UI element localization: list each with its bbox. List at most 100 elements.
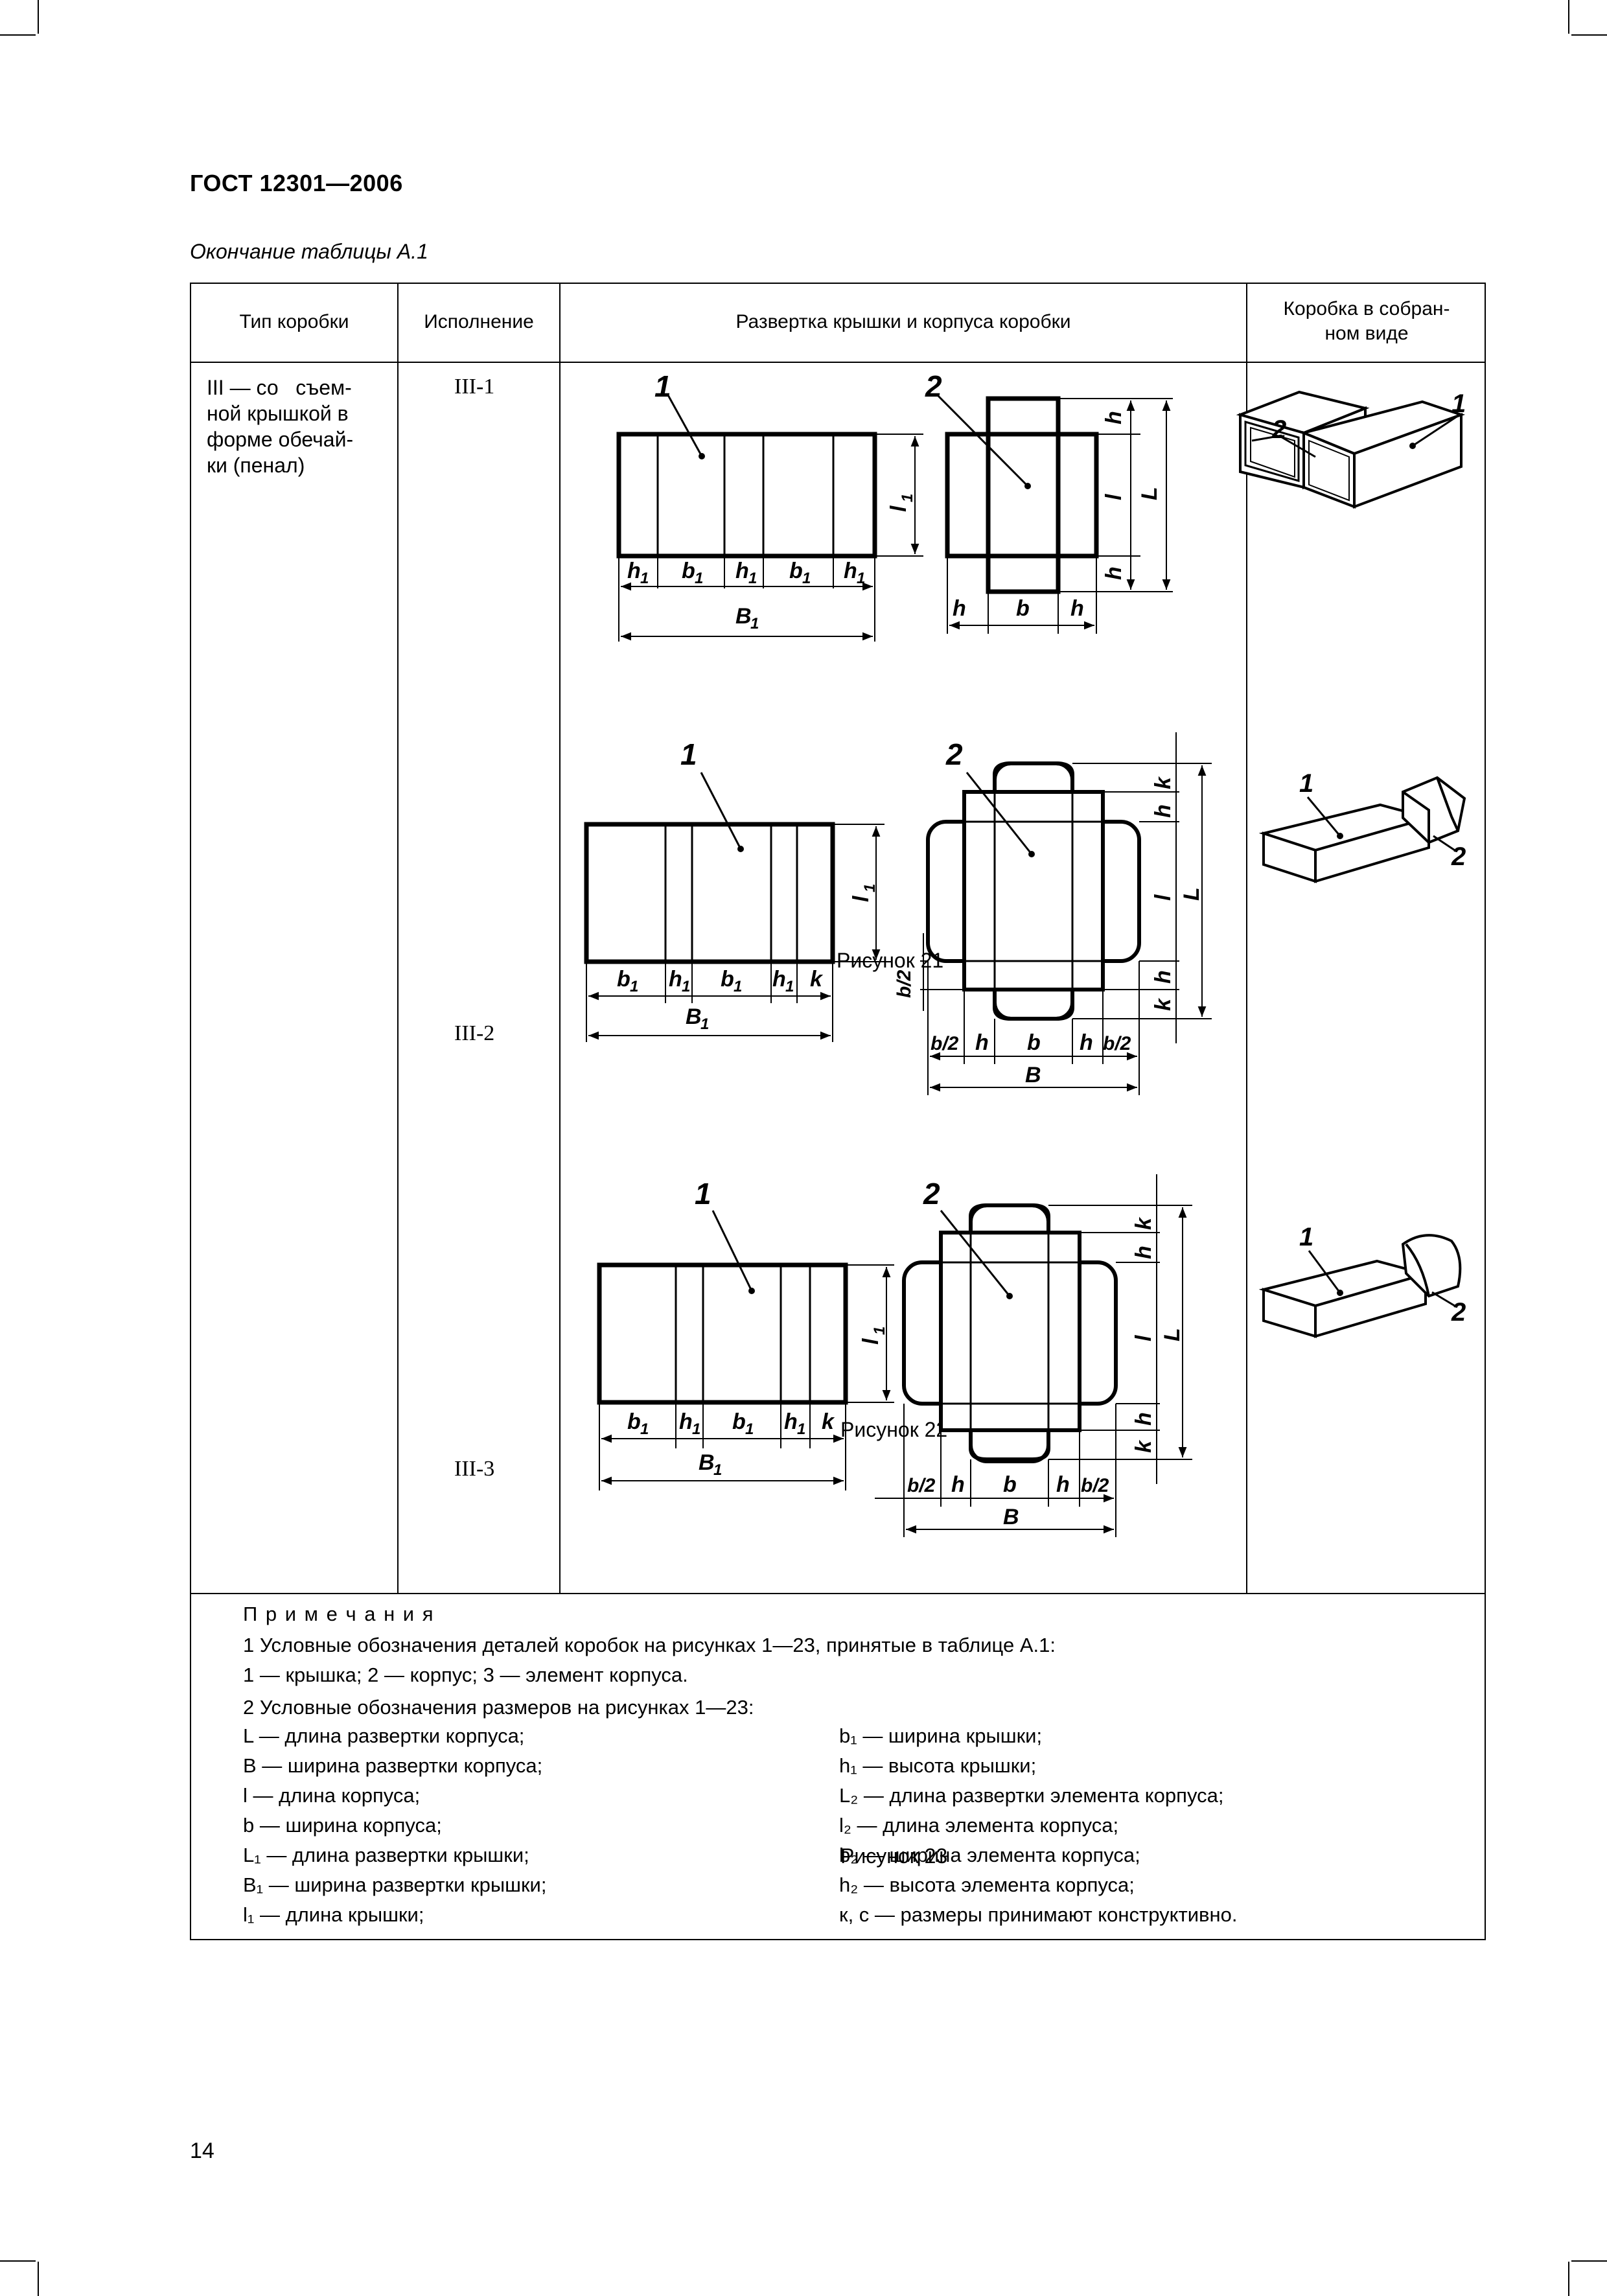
note-item: L₂ — длина развертки элемента корпуса; — [839, 1784, 1224, 1807]
note-1-line2: 1 — крышка; 2 — корпус; 3 — элемент корп… — [243, 1664, 688, 1686]
svg-text:h: h — [627, 559, 641, 583]
svg-text:b: b — [789, 559, 803, 583]
lid-outline — [584, 822, 835, 964]
svg-text:k: k — [1151, 997, 1175, 1011]
variant-label: III-1 — [454, 375, 495, 399]
svg-text:l: l — [859, 1338, 883, 1345]
trim-mark — [38, 0, 39, 34]
svg-text:L: L — [1160, 1328, 1185, 1341]
svg-text:1: 1 — [700, 1015, 709, 1033]
svg-text:2: 2 — [1451, 1298, 1466, 1327]
svg-text:l: l — [849, 895, 873, 902]
notes-right-column: b₁ — ширина крышки; h₁ — высота крышки; … — [839, 1721, 1238, 1930]
svg-text:k: k — [810, 967, 824, 991]
svg-text:b: b — [1027, 1030, 1041, 1055]
body-outline — [962, 790, 1105, 991]
assembled-box-21-body — [1279, 400, 1466, 509]
figure-21 — [616, 393, 1173, 642]
figure-caption: Рисунок 23 — [840, 1844, 948, 1868]
svg-text:B: B — [735, 604, 752, 629]
svg-text:b: b — [617, 967, 630, 991]
svg-text:h: h — [735, 559, 749, 583]
trim-mark — [1571, 34, 1607, 36]
figure-23 — [597, 1174, 1192, 1537]
svg-text:b: b — [682, 559, 695, 583]
svg-text:1: 1 — [861, 884, 879, 892]
svg-text:1: 1 — [1451, 389, 1466, 418]
svg-text:1: 1 — [1299, 769, 1313, 798]
svg-text:1: 1 — [640, 570, 649, 587]
svg-text:1: 1 — [750, 615, 759, 632]
svg-text:h: h — [1131, 1246, 1156, 1259]
svg-text:l: l — [886, 505, 911, 512]
body-outline-horizontal — [945, 432, 1099, 559]
svg-text:2: 2 — [923, 1177, 940, 1211]
note-item: L — длина развертки корпуса; — [243, 1724, 525, 1747]
svg-text:h: h — [953, 596, 966, 621]
svg-text:b/2: b/2 — [1081, 1475, 1109, 1496]
svg-text:B: B — [699, 1450, 715, 1475]
svg-text:h: h — [1102, 566, 1126, 580]
column-divider — [559, 284, 561, 1594]
assembled-box-23-labels: 1 2 — [1299, 1223, 1466, 1327]
notes-left-column: L — длина развертки корпуса; B — ширина … — [243, 1721, 546, 1930]
note-1-line1: 1 Условные обозначения деталей коробок н… — [243, 1634, 1056, 1656]
document-title: ГОСТ 12301—2006 — [190, 170, 403, 196]
svg-text:1: 1 — [680, 737, 697, 771]
note-item: B — ширина развертки корпуса; — [243, 1754, 543, 1777]
svg-text:1: 1 — [785, 978, 794, 995]
svg-text:1: 1 — [748, 570, 757, 587]
header-divider — [191, 362, 1485, 363]
note-item: l₂ — длина элемента корпуса; — [839, 1814, 1119, 1837]
note-item: h₂ — высота элемента корпуса; — [839, 1873, 1135, 1896]
svg-text:1: 1 — [1299, 1223, 1313, 1251]
svg-text:2: 2 — [945, 737, 963, 771]
svg-text:b/2: b/2 — [1103, 1033, 1131, 1054]
svg-text:h: h — [844, 559, 857, 583]
column-header-layout: Развертка крышки и корпуса коробки — [735, 311, 1071, 332]
body-outline — [939, 1231, 1081, 1432]
svg-text:h: h — [1131, 1412, 1156, 1426]
svg-text:k: k — [1131, 1216, 1156, 1230]
svg-text:h: h — [1151, 970, 1175, 984]
note-item: к, с — размеры принимают конструктивно. — [839, 1903, 1238, 1926]
body-outline-vertical — [986, 396, 1061, 594]
svg-text:1: 1 — [899, 494, 916, 502]
box-type-line: III — со съем- — [207, 376, 352, 399]
svg-text:k: k — [1151, 776, 1175, 789]
svg-text:b: b — [627, 1409, 641, 1434]
trim-mark — [0, 2260, 36, 2262]
assembled-box-21-labels: 1 2 — [1271, 389, 1466, 444]
svg-text:1: 1 — [640, 1421, 649, 1438]
svg-text:2: 2 — [1451, 842, 1466, 871]
svg-text:k: k — [1131, 1439, 1156, 1453]
svg-text:1: 1 — [734, 978, 742, 995]
svg-text:l: l — [1151, 894, 1175, 901]
note-2-line1: 2 Условные обозначения размеров на рисун… — [243, 1696, 754, 1719]
lid-outline — [597, 1262, 848, 1405]
svg-text:b: b — [721, 967, 734, 991]
trim-mark — [1568, 0, 1569, 34]
svg-text:b: b — [732, 1409, 746, 1434]
trim-mark — [0, 34, 36, 36]
svg-text:1: 1 — [797, 1421, 805, 1438]
variant-label: III-2 — [454, 1021, 495, 1045]
note-item: b — ширина корпуса; — [243, 1814, 442, 1837]
assembled-box-22-labels: 1 2 — [1299, 769, 1466, 871]
note-item: l₁ — длина крышки; — [243, 1903, 424, 1926]
svg-text:1: 1 — [695, 570, 703, 587]
variant-label: III-3 — [454, 1457, 495, 1481]
svg-text:1: 1 — [745, 1421, 754, 1438]
svg-text:B: B — [686, 1004, 702, 1029]
svg-text:b/2: b/2 — [894, 969, 915, 998]
table-caption: Окончание таблицы А.1 — [190, 240, 428, 263]
svg-text:h: h — [951, 1472, 965, 1497]
svg-text:b/2: b/2 — [907, 1475, 936, 1496]
svg-text:2: 2 — [1271, 415, 1286, 444]
svg-text:h: h — [1080, 1030, 1093, 1055]
note-item: b₂ — ширина элемента корпуса; — [839, 1844, 1140, 1866]
svg-text:B: B — [1025, 1063, 1041, 1087]
